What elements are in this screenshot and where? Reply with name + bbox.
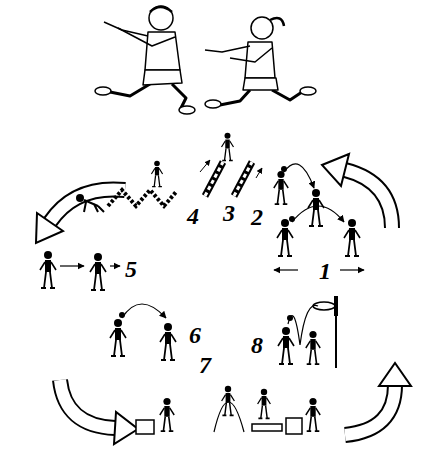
player-figure [306,398,320,431]
player-figure [258,389,271,419]
callout-number: 7 [198,352,212,378]
player-figure [277,219,293,256]
player-figure [160,398,174,431]
station-7 [136,386,320,434]
player-figure [278,327,294,364]
station-5 [40,251,120,290]
player-figure [151,161,162,187]
callout-number: 2 [250,204,264,230]
player-figure [160,323,176,360]
player-figure [308,189,324,226]
station-8 [278,296,336,368]
player-figure [40,251,56,288]
callout-number: 3 [222,200,236,226]
player-figure [344,219,360,256]
station-3 [200,133,262,196]
player-figure [110,319,126,356]
player-figure [274,171,288,204]
station-6 [110,304,176,360]
player-figure [222,386,235,416]
player-figure [90,253,106,290]
player-figure [306,331,320,364]
rotation-arrows [36,154,411,444]
running-girl [205,17,316,108]
callout-number: 5 [124,256,138,282]
station-4 [76,161,176,212]
running-boy [95,6,195,114]
callout-number: 4 [186,203,200,229]
station-2 [274,164,324,226]
player-figure [222,133,234,161]
callout-number: 1 [318,258,332,284]
callout-number: 6 [188,322,202,348]
callout-number: 8 [250,332,264,358]
